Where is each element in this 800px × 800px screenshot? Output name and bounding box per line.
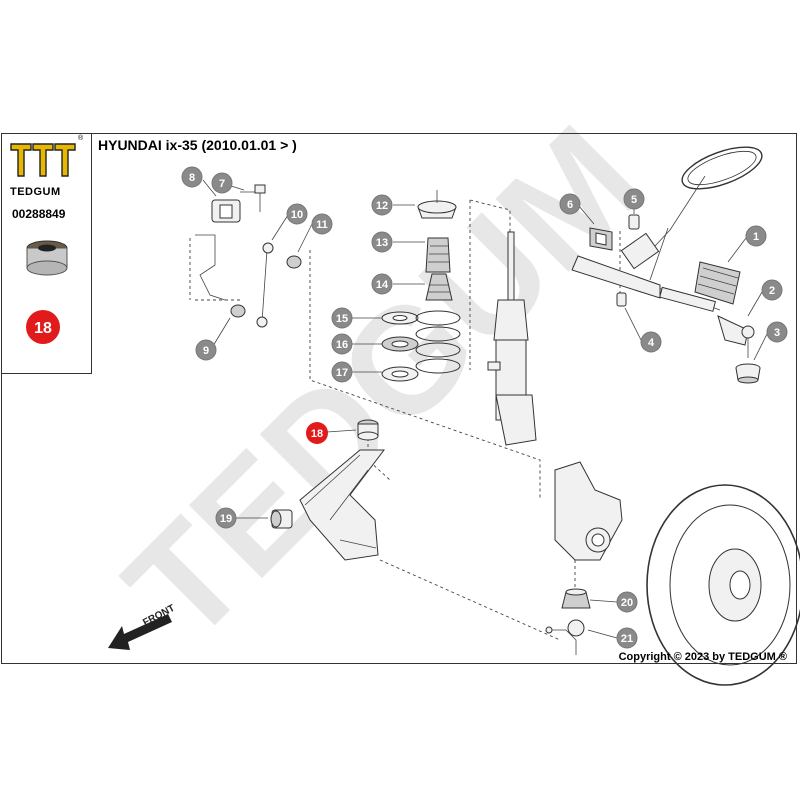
callout-20-label: 20: [621, 597, 633, 609]
coil-spring: [415, 310, 461, 374]
registered-mark: ®: [78, 135, 84, 142]
steering-wheel: [620, 146, 763, 281]
callout-11: 11: [311, 213, 333, 235]
stabilizer-link: [195, 184, 302, 328]
tedgum-logo: [10, 143, 76, 177]
callout-8: 8: [181, 166, 203, 188]
callout-8-label: 8: [189, 172, 195, 184]
watermark: TEDGUM: [94, 94, 672, 672]
callout-17-label: 17: [336, 367, 348, 379]
callout-2-label: 2: [769, 285, 775, 297]
callout-18-label: 18: [311, 428, 323, 440]
callout-19-label: 19: [220, 513, 232, 525]
callout-11-label: 11: [316, 219, 328, 231]
control-arm-bushing-18: [357, 419, 379, 441]
callout-20: 20: [616, 591, 638, 613]
tie-rod-end: [717, 315, 755, 358]
callout-6: 6: [559, 193, 581, 215]
callout-1-label: 1: [753, 231, 759, 243]
part-number: 00288849: [12, 207, 66, 221]
callout-13-label: 13: [376, 237, 388, 249]
callout-12-label: 12: [376, 200, 388, 212]
wheel: [646, 484, 800, 686]
brand-name: TEDGUM: [10, 186, 61, 198]
callout-14: 14: [371, 273, 393, 295]
watermark-text: TEDGUM: [94, 94, 672, 672]
callout-7-label: 7: [219, 178, 225, 190]
rack-bushings: [589, 214, 640, 307]
callout-1: 1: [745, 225, 767, 247]
callout-5: 5: [623, 188, 645, 210]
callout-5-label: 5: [631, 194, 637, 206]
callout-21-label: 21: [621, 633, 633, 645]
vehicle-title: HYUNDAI ix-35 (2010.01.01 > ): [98, 137, 297, 153]
callout-10: 10: [286, 203, 308, 225]
callout-4: 4: [640, 331, 662, 353]
callout-15: 15: [331, 307, 353, 329]
callout-leaders: [202, 179, 768, 639]
strut: [487, 231, 537, 446]
steering-boot: [694, 261, 741, 305]
steering-rack: [571, 255, 721, 312]
top-mount-stack: [381, 190, 457, 382]
callout-7: 7: [211, 172, 233, 194]
control-arm-bushing-19: [270, 509, 293, 529]
callout-9: 9: [195, 339, 217, 361]
callout-19: 19: [215, 507, 237, 529]
callout-18: 18: [306, 422, 328, 444]
product-info-panel: 18: [1, 133, 92, 374]
steering-knuckle: [554, 461, 623, 561]
callout-3-label: 3: [774, 327, 780, 339]
callout-10-label: 10: [291, 209, 303, 221]
callout-13: 13: [371, 231, 393, 253]
callout-4-label: 4: [648, 337, 655, 349]
callout-16: 16: [331, 333, 353, 355]
callout-2: 2: [761, 279, 783, 301]
position-marker: 18: [26, 310, 60, 344]
callout-15-label: 15: [336, 313, 348, 325]
product-thumbnail: [26, 240, 68, 276]
tie-rod-boot: [735, 363, 761, 384]
copyright-text: Copyright © 2023 by TEDGUM ®: [618, 651, 787, 663]
callout-16-label: 16: [336, 339, 348, 351]
callout-6-label: 6: [567, 199, 573, 211]
callout-12: 12: [371, 194, 393, 216]
lower-control-arm: [299, 449, 386, 561]
callout-17: 17: [331, 361, 353, 383]
callout-14-label: 14: [376, 279, 389, 291]
callout-21: 21: [616, 627, 638, 649]
callout-9-label: 9: [203, 345, 209, 357]
position-marker-label: 18: [34, 320, 52, 337]
ball-joint: [545, 588, 591, 655]
callout-3: 3: [766, 321, 788, 343]
